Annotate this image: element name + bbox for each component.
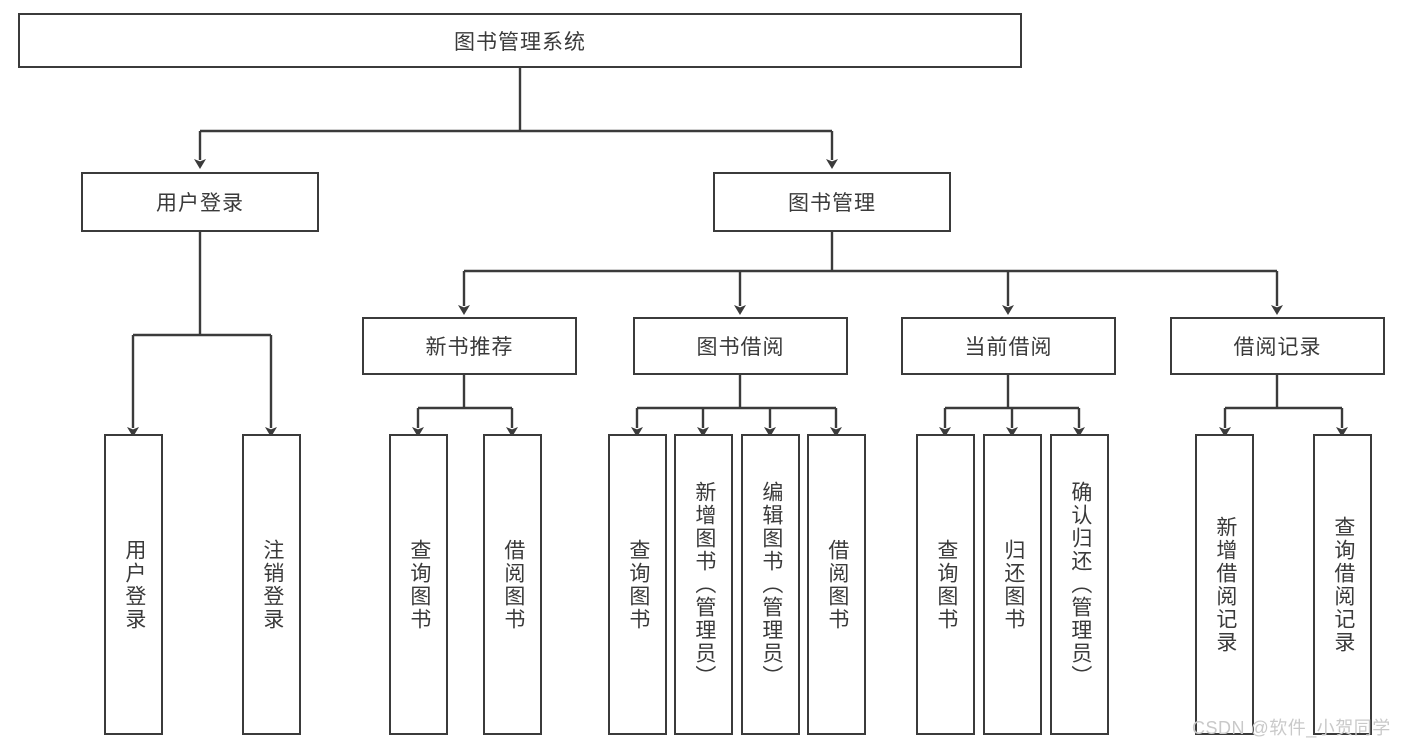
node-leaf-query-book-newbook[interactable]: 查询图书 bbox=[389, 434, 448, 735]
node-label: 图书管理 bbox=[788, 192, 876, 215]
node-label: 图书管理系统 bbox=[454, 30, 586, 54]
node-label: 确认归还（管理员） bbox=[1068, 481, 1092, 688]
node-current-borrow[interactable]: 当前借阅 bbox=[901, 317, 1116, 375]
node-leaf-query-book-current[interactable]: 查询图书 bbox=[916, 434, 975, 735]
node-leaf-edit-book[interactable]: 编辑图书（管理员） bbox=[741, 434, 800, 735]
node-label: 借阅记录 bbox=[1233, 336, 1322, 359]
node-leaf-query-book-borrow[interactable]: 查询图书 bbox=[608, 434, 667, 735]
node-book-management-system[interactable]: 图书管理系统 bbox=[18, 13, 1022, 68]
node-label: 新增图书（管理员） bbox=[692, 481, 716, 688]
node-label: 图书借阅 bbox=[696, 336, 785, 359]
node-label: 归还图书 bbox=[1001, 538, 1025, 631]
node-borrow-record[interactable]: 借阅记录 bbox=[1170, 317, 1385, 375]
node-label: 查询图书 bbox=[934, 538, 958, 631]
node-label: 借阅图书 bbox=[501, 538, 525, 631]
node-book-manage[interactable]: 图书管理 bbox=[713, 172, 951, 232]
node-leaf-add-borrow-record[interactable]: 新增借阅记录 bbox=[1195, 434, 1254, 735]
node-leaf-borrow-book-borrow[interactable]: 借阅图书 bbox=[807, 434, 866, 735]
node-leaf-add-book[interactable]: 新增图书（管理员） bbox=[674, 434, 733, 735]
node-label: 查询图书 bbox=[407, 538, 431, 631]
node-label: 新增借阅记录 bbox=[1213, 515, 1237, 654]
node-leaf-return-book[interactable]: 归还图书 bbox=[983, 434, 1042, 735]
node-label: 注销登录 bbox=[260, 538, 284, 631]
node-label: 查询借阅记录 bbox=[1331, 515, 1355, 654]
node-leaf-borrow-book-newbook[interactable]: 借阅图书 bbox=[483, 434, 542, 735]
node-leaf-query-borrow-record[interactable]: 查询借阅记录 bbox=[1313, 434, 1372, 735]
node-label: 用户登录 bbox=[122, 538, 146, 631]
node-leaf-logout-login[interactable]: 注销登录 bbox=[242, 434, 301, 735]
node-new-book-recommend[interactable]: 新书推荐 bbox=[362, 317, 577, 375]
node-book-borrow[interactable]: 图书借阅 bbox=[633, 317, 848, 375]
node-label: 当前借阅 bbox=[964, 336, 1053, 359]
node-label: 编辑图书（管理员） bbox=[759, 481, 783, 688]
node-label: 查询图书 bbox=[626, 538, 650, 631]
node-leaf-user-login[interactable]: 用户登录 bbox=[104, 434, 163, 735]
node-label: 新书推荐 bbox=[425, 336, 514, 359]
node-leaf-confirm-return[interactable]: 确认归还（管理员） bbox=[1050, 434, 1109, 735]
node-label: 借阅图书 bbox=[825, 538, 849, 631]
node-user-login[interactable]: 用户登录 bbox=[81, 172, 319, 232]
csdn-watermark: CSDN @软件_小贺同学 bbox=[1192, 718, 1391, 738]
node-label: 用户登录 bbox=[156, 192, 244, 215]
